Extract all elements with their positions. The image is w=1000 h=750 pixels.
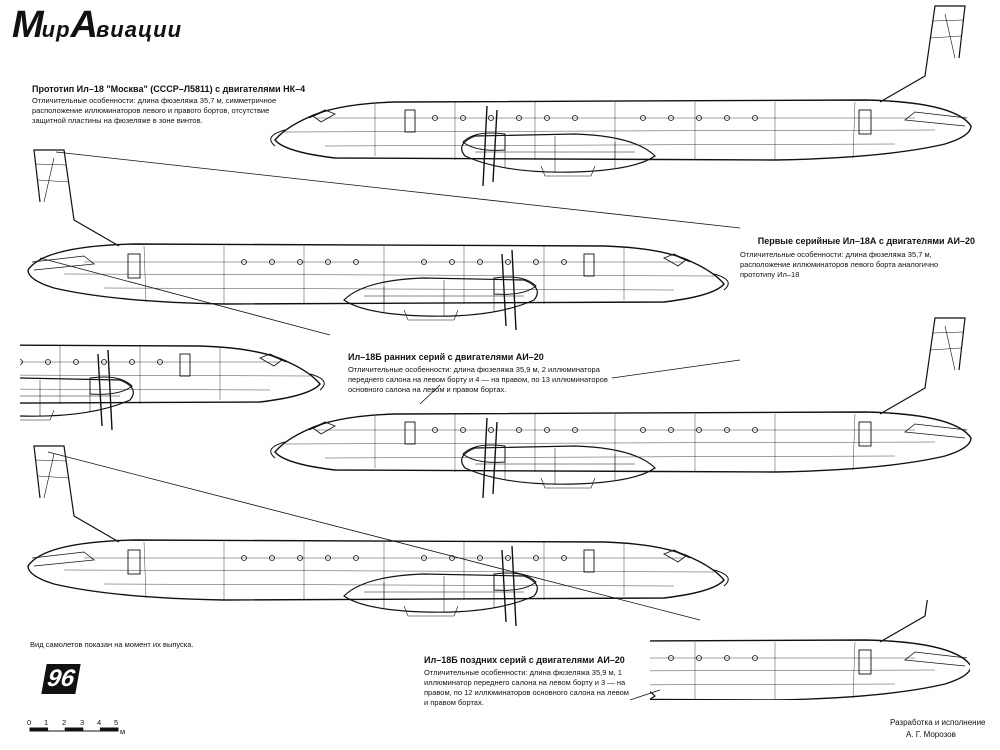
- aircraft-3-description: Отличительные особенности: длина фюзеляж…: [348, 365, 608, 394]
- aircraft-1-title: Прототип Ил–18 "Москва" (СССР–Л5811) с д…: [32, 84, 306, 94]
- aircraft-2-description: Отличительные особенности: длина фюзеляж…: [740, 250, 939, 279]
- scale-bar: [29, 727, 119, 732]
- scale-tick-4: 4: [97, 718, 102, 727]
- credits-line-1: Разработка и исполнение: [890, 718, 986, 727]
- logo-part-ir: ир: [41, 17, 71, 42]
- scale-tick-0: 0: [27, 718, 32, 727]
- scale-tick-5: 5: [114, 718, 119, 727]
- logo-part-viatsii: виации: [96, 17, 183, 42]
- aircraft-il18b-early: [270, 317, 972, 499]
- view-note: Вид самолетов показан на момент их выпус…: [30, 640, 194, 649]
- credits-author: А. Г. Морозов: [906, 730, 956, 739]
- magazine-logo: МирАвиации: [12, 4, 182, 47]
- scale-tick-2: 2: [62, 718, 67, 727]
- aircraft-4-description: Отличительные особенности: длина фюзеляж…: [424, 668, 629, 707]
- logo-letter-m: М: [12, 4, 44, 46]
- aircraft-il18b-early-partial: [20, 330, 325, 431]
- aircraft-1-description: Отличительные особенности: длина фюзеляж…: [32, 96, 277, 125]
- scale-tick-1: 1: [44, 718, 49, 727]
- page-number: 96: [41, 664, 81, 694]
- aircraft-4-title: Ил–18Б поздних серий с двигателями АИ–20: [424, 655, 625, 665]
- logo-letter-a: А: [70, 4, 98, 46]
- aircraft-il18-prototype: [270, 5, 972, 187]
- aircraft-il18b-late: [27, 445, 729, 627]
- scale-tick-3: 3: [80, 718, 85, 727]
- leader-lines: [39, 151, 741, 701]
- scale-unit: м: [120, 727, 126, 736]
- aircraft-2-title: Первые серийные Ил–18А с двигателями АИ–…: [757, 236, 975, 246]
- aircraft-3-title: Ил–18Б ранних серий с двигателями АИ–20: [348, 352, 544, 362]
- aircraft-il18a: [27, 149, 729, 331]
